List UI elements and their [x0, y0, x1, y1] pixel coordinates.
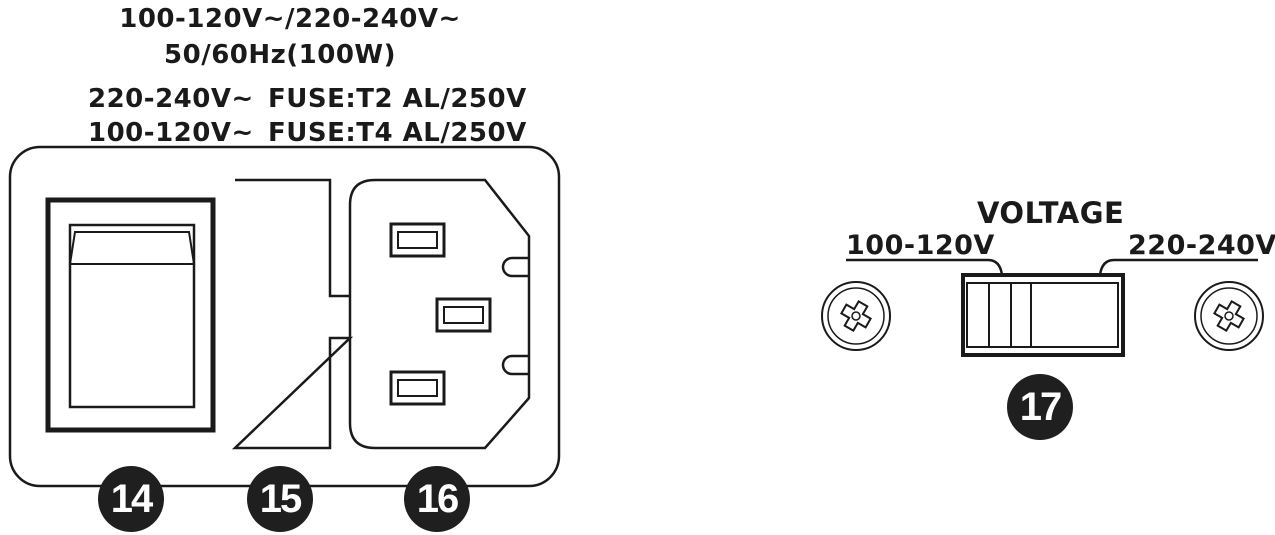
callout-14: 14: [98, 466, 164, 532]
power-switch-rocker[interactable]: [68, 223, 196, 409]
callout-15: 15: [247, 466, 313, 532]
ac-inlet-pin-top: [389, 222, 446, 258]
voltage-title: VOLTAGE: [977, 196, 1125, 230]
voltage-leader-right: [1098, 258, 1258, 276]
voltage-selector-switch[interactable]: [961, 273, 1125, 357]
fuse-row2-rating: FUSE:T4 AL/250V: [268, 118, 527, 148]
fuse-row1-rating: FUSE:T2 AL/250V: [268, 84, 527, 114]
voltage-label-220-240: 220-240V: [1128, 230, 1275, 261]
fuse-row2-voltage: 100-120V~: [88, 118, 254, 148]
screw-left-icon: [821, 281, 891, 351]
power-switch-rocker-top: [68, 231, 196, 265]
power-switch-bezel: [45, 197, 216, 433]
ac-inlet-pin-earth: [435, 297, 492, 333]
screw-right-icon: [1194, 281, 1264, 351]
ac-inlet-pin-bottom: [389, 370, 446, 406]
ac-inlet-notch-lower: [501, 354, 529, 376]
fuse-row1-voltage: 220-240V~: [88, 84, 254, 114]
voltage-leader-left: [846, 258, 1004, 276]
voltage-label-100-120: 100-120V: [846, 230, 995, 261]
ac-inlet[interactable]: [348, 178, 531, 450]
ac-inlet-notch-upper: [501, 256, 529, 278]
voltage-switch-slot: [966, 282, 1119, 348]
callout-17: 17: [1007, 374, 1073, 440]
power-switch[interactable]: [45, 197, 216, 433]
ac-inlet-outline: [348, 178, 531, 450]
voltage-switch-frame: [961, 273, 1125, 357]
fuse-holder[interactable]: [231, 178, 354, 450]
ac-inlet-pin-earth-inner: [443, 306, 484, 324]
power-rating-line2: 50/60Hz(100W): [164, 40, 396, 70]
callout-16: 16: [404, 466, 470, 532]
power-rating-line1: 100-120V~/220-240V~: [119, 4, 461, 34]
ac-inlet-pin-top-inner: [397, 231, 438, 249]
ac-inlet-pin-bottom-inner: [397, 379, 438, 397]
